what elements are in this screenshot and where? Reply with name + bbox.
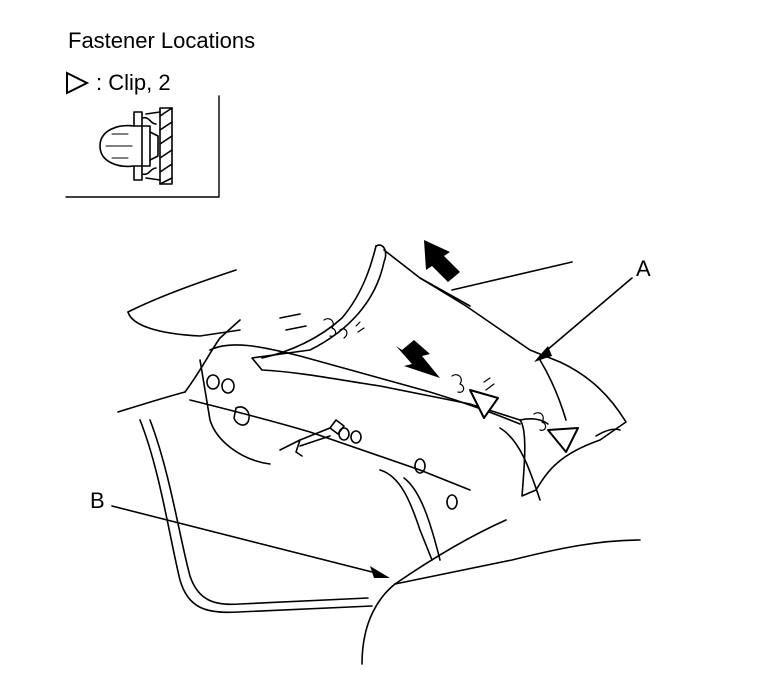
trim-panel-a — [251, 244, 627, 497]
rear-quarter-body — [117, 269, 641, 665]
leader-arrowhead-b — [370, 566, 390, 578]
clip-detail-inset — [65, 95, 220, 198]
leader-line-b — [111, 505, 381, 575]
legend-clip: : Clip, 2 — [64, 68, 171, 98]
inner-panel — [189, 313, 541, 561]
clip-location-marker — [469, 389, 499, 419]
removal-arrow-up-icon — [424, 240, 460, 282]
callout-label-b: B — [90, 488, 105, 513]
triangle-outline-icon — [66, 71, 90, 95]
leader-line-a — [539, 277, 633, 357]
callout-label-a: A — [636, 256, 651, 281]
removal-arrow-down-icon — [396, 340, 440, 378]
leader-arrowhead-a — [534, 346, 552, 362]
legend-clip-label: : Clip, 2 — [96, 70, 171, 95]
diagram-title: Fastener Locations — [68, 28, 256, 53]
clip-location-marker — [547, 427, 579, 453]
